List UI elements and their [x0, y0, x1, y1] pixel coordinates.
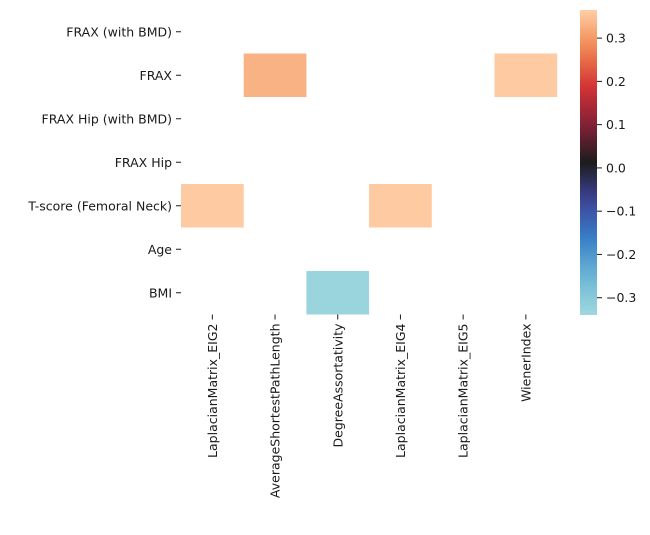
x-tick-label: LaplacianMatrix_EIG4 — [393, 323, 408, 457]
colorbar-tick-label: −0.1 — [606, 204, 636, 219]
heatmap-cell — [306, 271, 370, 315]
x-tick-label: DegreeAssortativity — [330, 323, 345, 448]
heatmap-cell — [369, 184, 432, 228]
y-tick-label: T-score (Femoral Neck) — [27, 198, 172, 213]
y-tick-label: Age — [148, 242, 172, 257]
colorbar-tick-label: −0.2 — [606, 247, 636, 262]
heatmap-cell — [181, 184, 244, 228]
x-tick-label: LaplacianMatrix_EIG2 — [205, 324, 220, 458]
colorbar-gradient — [580, 10, 597, 315]
colorbar-tick-label: 0.2 — [606, 74, 626, 89]
colorbar-tick-label: 0.1 — [606, 117, 626, 132]
x-tick-label: LaplacianMatrix_EIG5 — [456, 324, 471, 458]
y-tick-label: FRAX (with BMD) — [66, 24, 172, 39]
y-axis: FRAX (with BMD) FRAX FRAX Hip (with BMD) FR… — [27, 24, 181, 300]
x-axis: LaplacianMatrix_EIG2 AverageShortestPathL… — [205, 314, 533, 499]
y-tick-label: FRAX Hip (with BMD) — [42, 111, 172, 126]
y-tick-label: FRAX — [140, 68, 173, 83]
x-tick-label: WienerIndex — [518, 324, 533, 402]
heatmap-cells — [181, 53, 558, 315]
colorbar-tick-label: 0.0 — [606, 160, 626, 175]
colorbar: −0.3 −0.2 −0.1 0.0 0.1 0.2 0.3 — [580, 10, 636, 315]
heatmap-cell — [494, 53, 558, 97]
y-tick-label: BMI — [149, 285, 172, 300]
y-tick-label: FRAX Hip — [115, 155, 172, 170]
x-tick-label: AverageShortestPathLength — [268, 324, 283, 499]
colorbar-tick-label: −0.3 — [606, 290, 636, 305]
heatmap-cell — [243, 53, 307, 97]
colorbar-tick-label: 0.3 — [606, 31, 626, 46]
